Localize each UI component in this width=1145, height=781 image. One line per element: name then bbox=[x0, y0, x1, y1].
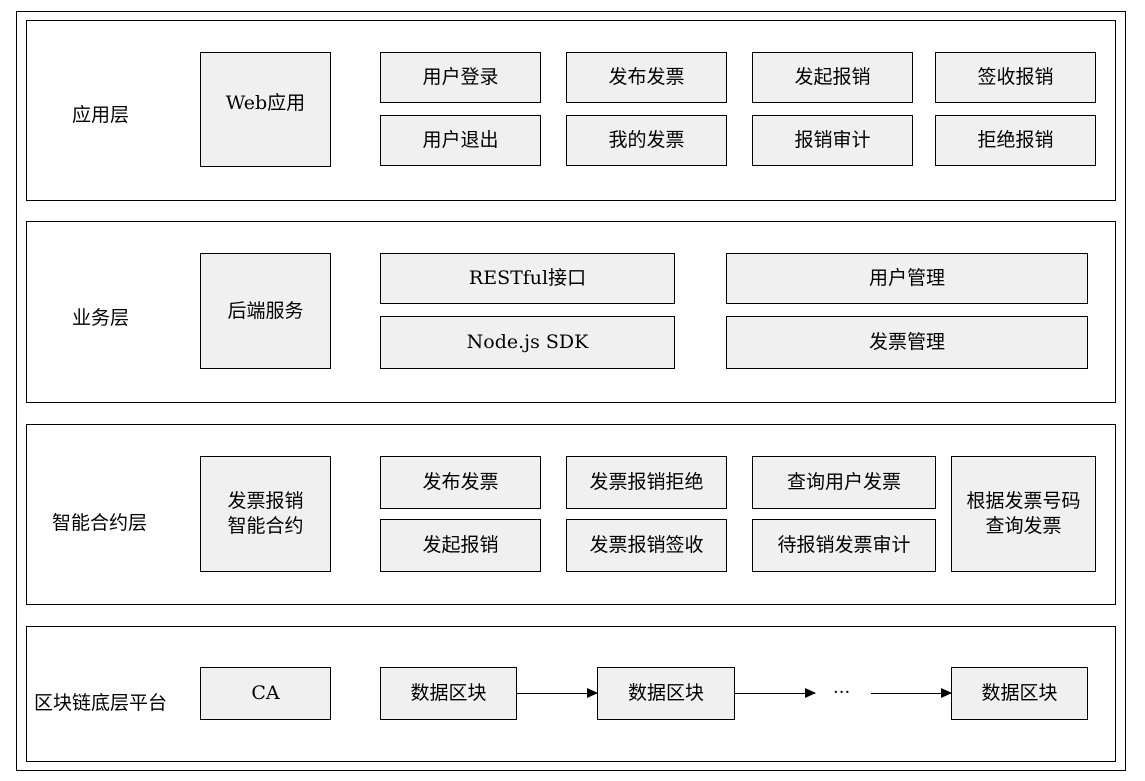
contract-sign-reimbursement-box: 发票报销签收 bbox=[566, 519, 727, 572]
nodejs-sdk-box: Node.js SDK bbox=[380, 316, 675, 369]
blockchain-platform-layer-label: 区块链底层平台 bbox=[34, 692, 168, 714]
restful-api-box: RESTful接口 bbox=[380, 253, 675, 304]
user-logout-box: 用户退出 bbox=[380, 115, 541, 166]
arrow-ellipsis-to-block-n bbox=[871, 688, 952, 698]
initiate-reimbursement-box: 发起报销 bbox=[752, 52, 913, 103]
application-layer bbox=[26, 20, 1116, 201]
contract-query-user-invoices-box: 查询用户发票 bbox=[752, 456, 936, 509]
contract-reject-reimbursement-box: 发票报销拒绝 bbox=[566, 456, 727, 509]
data-block-n: 数据区块 bbox=[951, 667, 1088, 720]
user-management-box: 用户管理 bbox=[726, 253, 1088, 304]
web-app-box: Web应用 bbox=[200, 52, 331, 167]
data-block-2: 数据区块 bbox=[597, 667, 735, 720]
data-block-1: 数据区块 bbox=[380, 667, 517, 720]
my-invoices-box: 我的发票 bbox=[566, 115, 727, 166]
audit-reimbursement-box: 报销审计 bbox=[752, 115, 913, 166]
contract-initiate-reimbursement-box: 发起报销 bbox=[380, 519, 541, 572]
business-layer-label: 业务层 bbox=[72, 307, 130, 329]
business-layer bbox=[26, 221, 1116, 403]
reject-reimbursement-box: 拒绝报销 bbox=[935, 115, 1096, 166]
sign-reimbursement-box: 签收报销 bbox=[935, 52, 1096, 103]
application-layer-label: 应用层 bbox=[72, 104, 130, 126]
invoice-management-box: 发票管理 bbox=[726, 316, 1088, 369]
contract-publish-invoice-box: 发布发票 bbox=[380, 456, 541, 509]
block-chain-ellipsis: ··· bbox=[833, 682, 851, 703]
publish-invoice-box: 发布发票 bbox=[566, 52, 727, 103]
arrow-block-2-to-ellipsis bbox=[735, 688, 816, 698]
contract-audit-pending-box: 待报销发票审计 bbox=[752, 519, 936, 572]
backend-service-box: 后端服务 bbox=[200, 253, 331, 369]
ca-box: CA bbox=[200, 667, 331, 720]
architecture-frame bbox=[16, 11, 1126, 771]
smart-contract-layer-label: 智能合约层 bbox=[52, 512, 148, 534]
invoice-reimbursement-contract-box: 发票报销 智能合约 bbox=[200, 456, 331, 572]
user-login-box: 用户登录 bbox=[380, 52, 541, 103]
arrow-block-1-to-2 bbox=[517, 688, 598, 698]
contract-query-by-number-box: 根据发票号码 查询发票 bbox=[951, 456, 1096, 572]
